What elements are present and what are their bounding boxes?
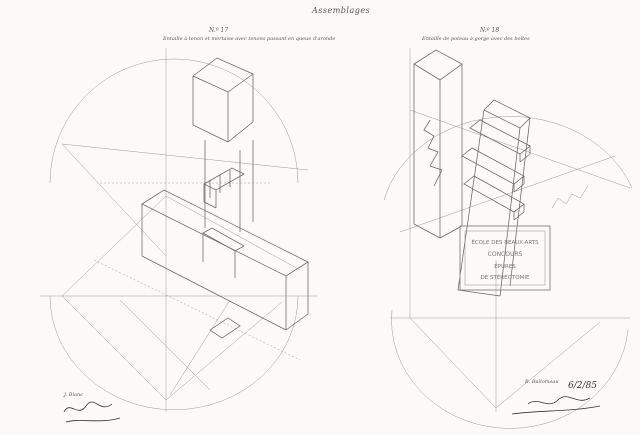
figure-1-block	[141, 57, 309, 339]
stamp-line-3: ÉPURES	[494, 262, 516, 270]
figure-2-caption: Entaille de poteau à gorge avec des boît…	[422, 36, 530, 42]
signature-right-date: 6/2/85	[568, 381, 597, 391]
figure-2-number: N.º 18	[480, 27, 500, 34]
signature-left-name: J. Blanc	[64, 392, 84, 398]
signature-left-mark	[63, 401, 121, 423]
stamp-line-4: DE STÉRÉOTOMIE	[481, 273, 530, 281]
figure-2-post	[413, 49, 531, 297]
figure-1-number: N.º 17	[209, 27, 229, 34]
stamp: ÉCOLE DES BEAUX-ARTS CONCOURS ÉPURES DE …	[459, 225, 551, 291]
stamp-line-1: ÉCOLE DES BEAUX-ARTS	[471, 238, 539, 246]
figure-2-construction	[383, 48, 633, 429]
signature-right-mark	[511, 396, 601, 415]
figure-1-caption: Entaille à tenon et mortaise avec tenons…	[163, 36, 336, 42]
signature-right-name: B. Ballomeau	[525, 379, 559, 385]
stamp-line-2: CONCOURS	[488, 251, 523, 258]
figure-1-construction	[40, 48, 318, 412]
sheet-title: Assemblages	[312, 6, 371, 15]
